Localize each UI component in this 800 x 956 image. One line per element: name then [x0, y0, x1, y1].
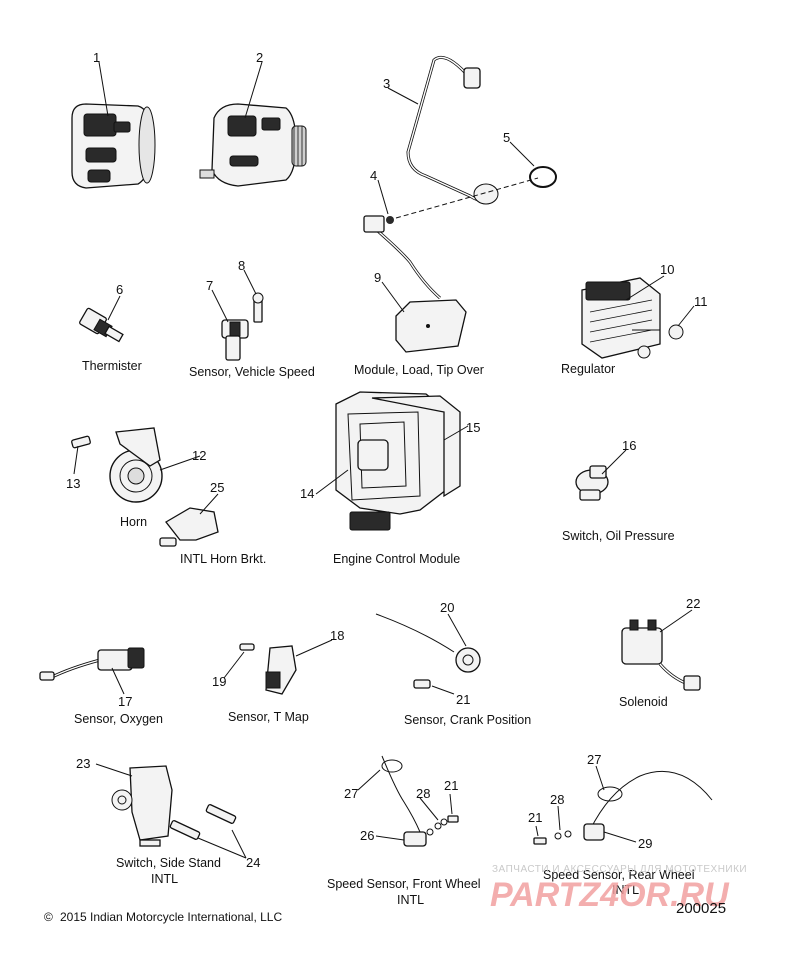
oxygen-sensor — [39, 647, 145, 681]
callout-29: 29 — [638, 836, 652, 851]
label-horn: Horn — [120, 515, 147, 529]
callout-21-rear: 21 — [528, 810, 542, 825]
label-ecm: Engine Control Module — [333, 552, 460, 566]
callout-23: 23 — [76, 756, 90, 771]
regulator — [581, 277, 684, 359]
label-horn-bracket: INTL Horn Brkt. — [180, 552, 266, 566]
rear-wheel-speed-sensor — [533, 770, 713, 845]
label-tip-over: Module, Load, Tip Over — [354, 363, 484, 377]
callout-21-front: 21 — [444, 778, 458, 793]
label-side-stand-intl: INTL — [151, 872, 178, 886]
callout-15: 15 — [466, 420, 480, 435]
left-handlebar-switch — [71, 103, 156, 189]
callout-16: 16 — [622, 438, 636, 453]
copyright-text: 2015 Indian Motorcycle International, LL… — [60, 910, 282, 924]
oil-pressure-switch — [575, 465, 609, 501]
label-vehicle-speed: Sensor, Vehicle Speed — [189, 365, 315, 379]
watermark-brand: PARTZ4OR.RU — [490, 876, 730, 914]
solenoid — [621, 619, 701, 691]
label-regulator: Regulator — [561, 362, 615, 376]
side-stand-switch — [111, 765, 237, 847]
callout-4: 4 — [370, 168, 377, 183]
vehicle-speed-sensor — [221, 292, 264, 361]
right-handlebar-switch — [199, 103, 307, 187]
tip-over-harness — [363, 55, 557, 353]
label-tmap: Sensor, T Map — [228, 710, 309, 724]
label-oil-pressure: Switch, Oil Pressure — [562, 529, 675, 543]
callout-13: 13 — [66, 476, 80, 491]
callout-27-rear: 27 — [587, 752, 601, 767]
callout-20: 20 — [440, 600, 454, 615]
copyright-symbol: © — [44, 910, 53, 924]
callout-1: 1 — [93, 50, 100, 65]
callout-19: 19 — [212, 674, 226, 689]
callout-3: 3 — [383, 76, 390, 91]
callout-10: 10 — [660, 262, 674, 277]
drawing-number: 200025 — [676, 900, 726, 917]
front-wheel-speed-sensor — [381, 755, 459, 847]
callout-12: 12 — [192, 448, 206, 463]
callout-24: 24 — [246, 855, 260, 870]
callout-14: 14 — [300, 486, 314, 501]
label-front-wheel: Speed Sensor, Front Wheel — [327, 877, 481, 891]
callout-2: 2 — [256, 50, 263, 65]
callout-26: 26 — [360, 828, 374, 843]
label-side-stand: Switch, Side Stand — [116, 856, 221, 870]
label-rear-wheel: Speed Sensor, Rear Wheel — [543, 868, 694, 882]
label-crank: Sensor, Crank Position — [404, 713, 531, 727]
watermark-tagline: ЗАПЧАСТИ И АКСЕССУАРЫ ДЛЯ МОТОТЕХНИКИ — [492, 864, 747, 875]
callout-6: 6 — [116, 282, 123, 297]
label-front-wheel-intl: INTL — [397, 893, 424, 907]
callout-5: 5 — [503, 130, 510, 145]
callout-25: 25 — [210, 480, 224, 495]
engine-control-module — [335, 391, 461, 531]
callout-27-front: 27 — [344, 786, 358, 801]
callout-11: 11 — [694, 294, 708, 309]
callout-21: 21 — [456, 692, 470, 707]
horn — [71, 427, 163, 503]
callout-17: 17 — [118, 694, 132, 709]
crank-position-sensor — [375, 613, 481, 689]
callout-7: 7 — [206, 278, 213, 293]
label-rear-wheel-intl: INTL — [612, 883, 639, 897]
callout-8: 8 — [238, 258, 245, 273]
label-solenoid: Solenoid — [619, 695, 668, 709]
thermister — [79, 307, 124, 343]
callout-9: 9 — [374, 270, 381, 285]
callout-28-rear: 28 — [550, 792, 564, 807]
callout-18: 18 — [330, 628, 344, 643]
horn-bracket — [159, 507, 219, 547]
label-thermister: Thermister — [82, 359, 142, 373]
tmap-sensor — [239, 643, 297, 695]
callout-28-front: 28 — [416, 786, 430, 801]
callout-22: 22 — [686, 596, 700, 611]
label-oxygen: Sensor, Oxygen — [74, 712, 163, 726]
